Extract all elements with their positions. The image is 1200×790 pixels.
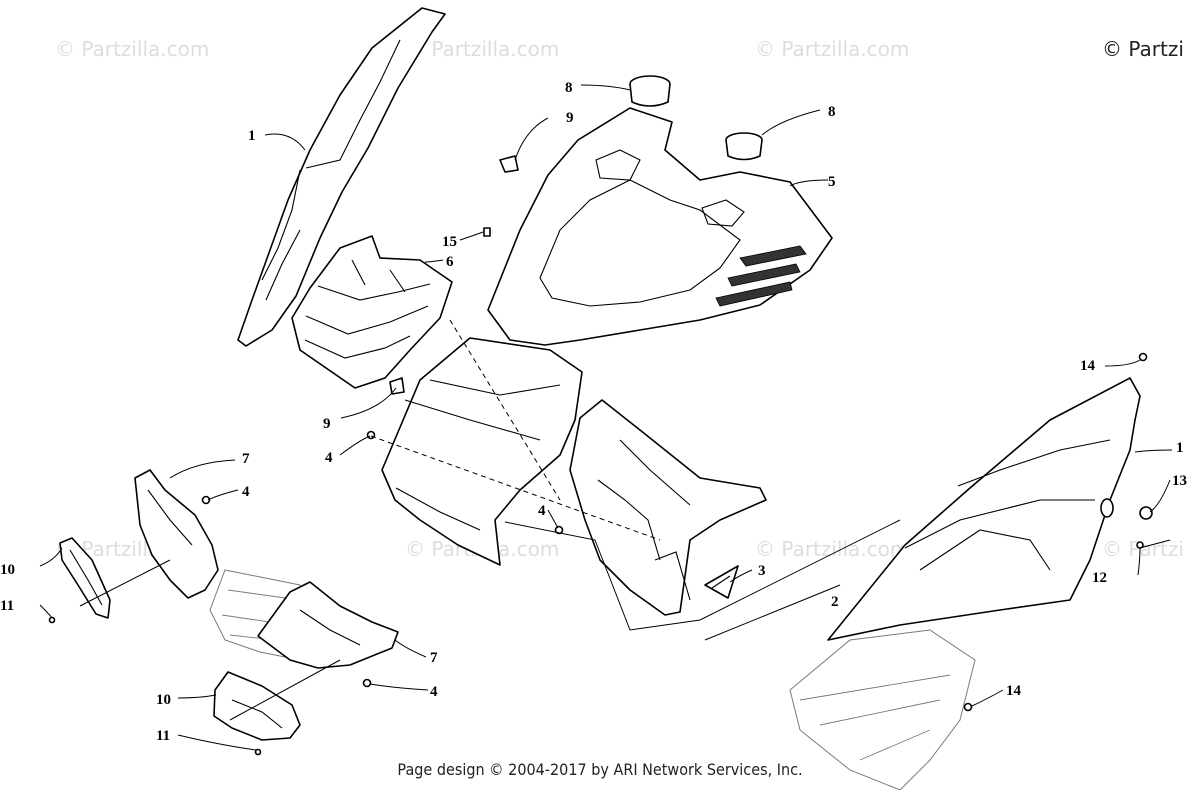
headlight-cover-bottom	[213, 671, 301, 741]
rivet	[554, 525, 564, 535]
callout-3: 3	[758, 563, 766, 579]
callout-4: 4	[538, 503, 546, 519]
callout-4: 4	[242, 484, 250, 500]
screw	[48, 616, 56, 624]
watermark: © Partzi	[1102, 537, 1184, 561]
air-guide	[291, 235, 453, 389]
lower-bracket-left	[134, 469, 219, 599]
callout-1: 1	[248, 128, 256, 144]
watermark: © Partzilla.com	[755, 537, 909, 561]
lower-bracket-center	[257, 581, 399, 669]
rivet	[366, 430, 376, 440]
callout-7: 7	[242, 451, 250, 467]
rivet	[362, 678, 372, 688]
callout-5: 5	[828, 174, 836, 190]
grommet-body	[629, 83, 671, 107]
clip	[389, 377, 405, 395]
plug	[1139, 506, 1153, 520]
callout-10: 10	[0, 562, 15, 578]
callout-13: 13	[1172, 473, 1187, 489]
callout-12: 12	[1092, 570, 1107, 586]
grommet-body	[725, 139, 763, 161]
callout-4: 4	[325, 450, 333, 466]
callout-9: 9	[323, 416, 331, 432]
callout-14: 14	[1006, 683, 1022, 699]
rivet	[963, 702, 973, 712]
watermark: © Partzilla.com	[405, 37, 559, 61]
bezel	[1100, 498, 1114, 518]
rivet	[1138, 352, 1148, 362]
callout-1: 1	[1176, 440, 1184, 456]
side-panel-left	[237, 7, 446, 347]
callout-2: 2	[831, 594, 839, 610]
grommets	[629, 75, 763, 161]
watermark: © Partzilla.com	[755, 37, 909, 61]
inner-bracket-center	[569, 399, 767, 616]
fasteners	[48, 155, 1153, 756]
watermark: © Partzilla.com	[55, 37, 209, 61]
ghost-frame-right	[789, 629, 976, 790]
nose-panel	[381, 337, 583, 566]
front-body-panel	[487, 107, 833, 346]
callout-8: 8	[565, 80, 573, 96]
rivet	[201, 495, 211, 505]
callout-6: 6	[446, 254, 454, 270]
clip	[499, 155, 519, 173]
watermark-corner: © Partzi	[1102, 37, 1184, 61]
leader-lines	[39, 84, 1173, 751]
callout-8: 8	[828, 104, 836, 120]
callout-7: 7	[430, 650, 438, 666]
side-panel-right	[827, 377, 1141, 641]
screw-15	[483, 227, 491, 237]
callout-11: 11	[0, 598, 14, 614]
callout-labels: 1 1 2 3 4 4 4 4 5 6 7 7 8 8 9 9 10 10 11…	[0, 80, 1187, 744]
page-footer: Page design © 2004-2017 by ARI Network S…	[397, 760, 803, 779]
callout-11: 11	[156, 728, 170, 744]
screw	[254, 748, 262, 756]
callout-15: 15	[442, 234, 457, 250]
callout-4: 4	[430, 684, 438, 700]
callout-10: 10	[156, 692, 171, 708]
callout-14: 14	[1080, 358, 1096, 374]
decal	[704, 565, 739, 599]
callout-9: 9	[566, 110, 574, 126]
